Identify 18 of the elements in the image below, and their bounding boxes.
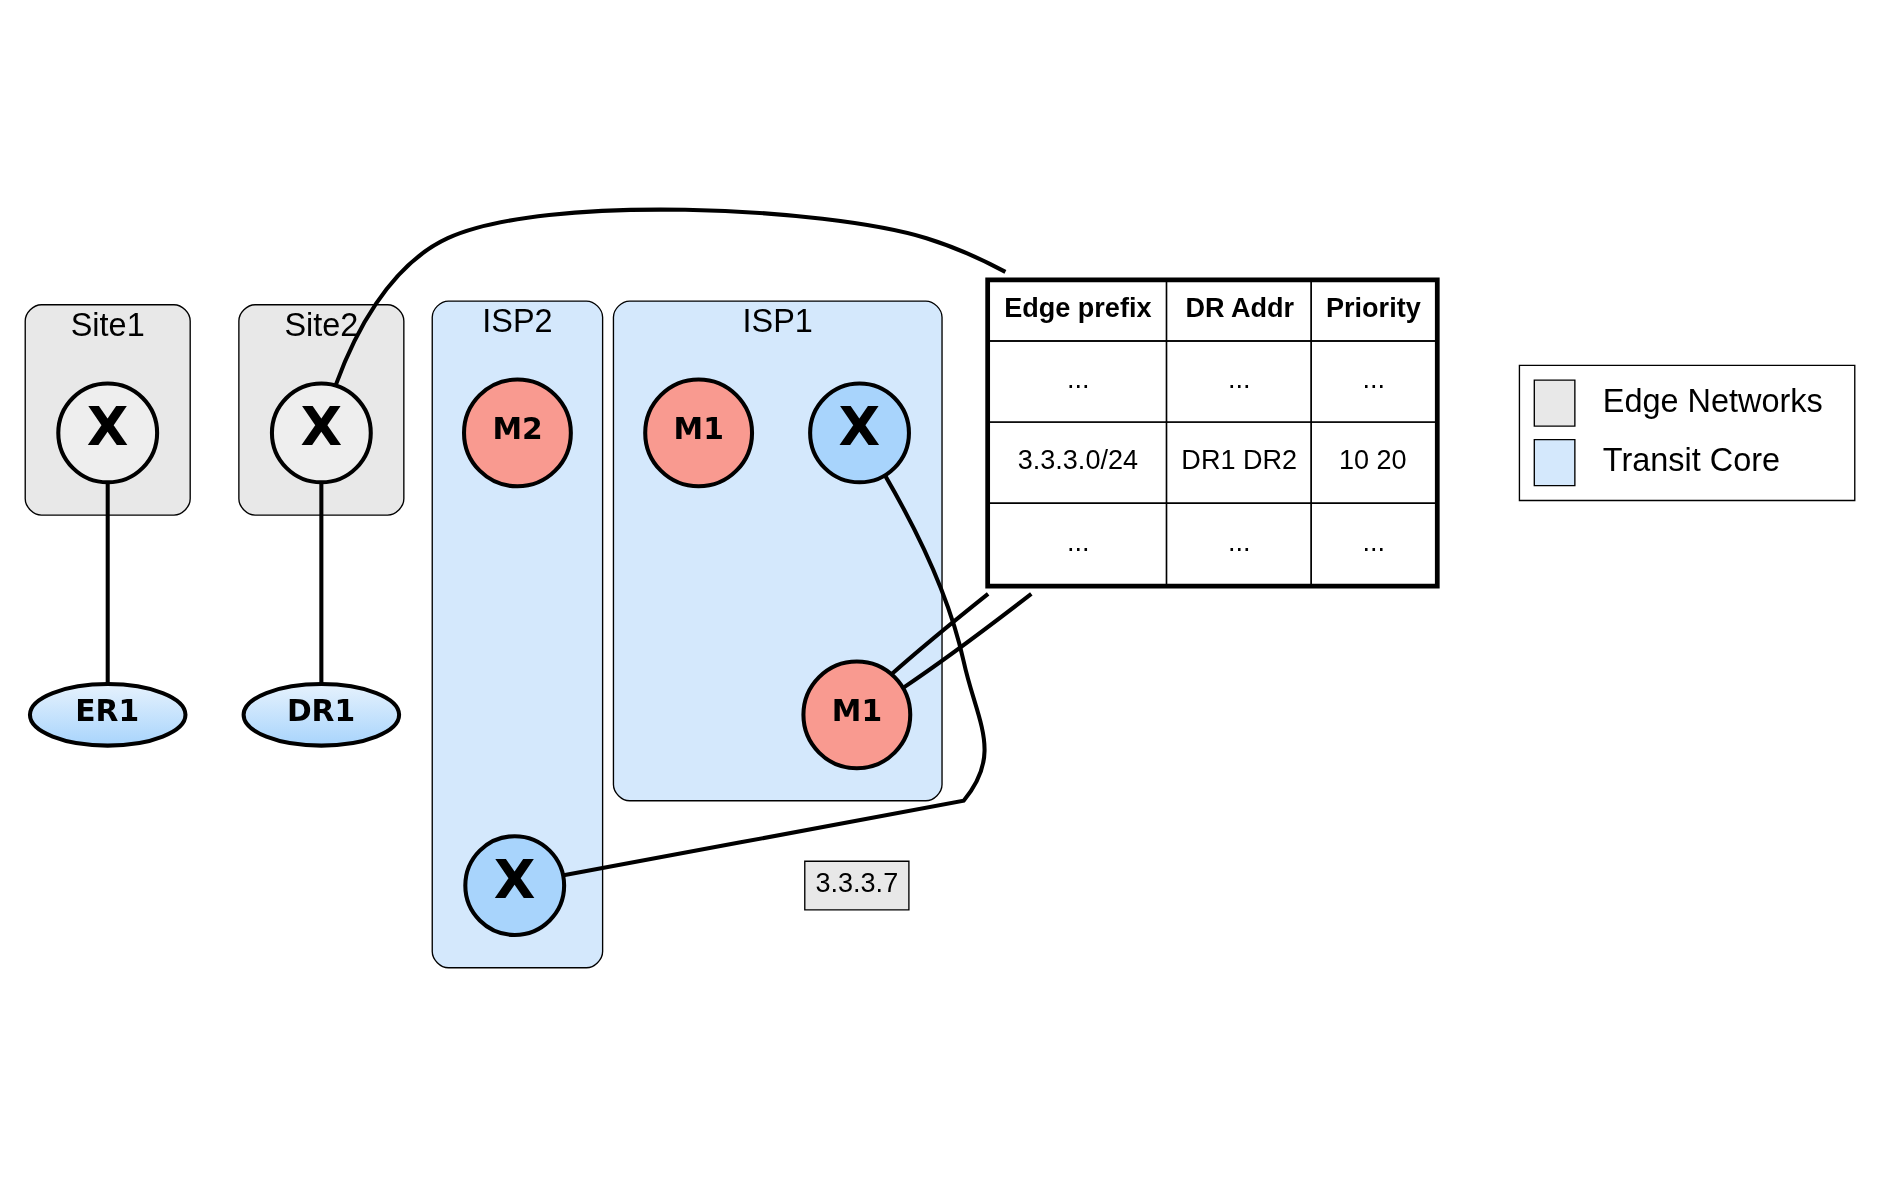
node-ellipse: DR1 [241, 682, 402, 748]
node-circle: M1 [801, 659, 913, 771]
connector [902, 592, 1033, 690]
connector [319, 482, 324, 685]
node-box: 3.3.3.7 [804, 860, 910, 911]
connector [890, 592, 990, 676]
node-circle: X [463, 834, 567, 938]
legend-label: Edge Networks [1602, 382, 1823, 419]
node-ellipse: ER1 [27, 682, 188, 748]
connector [333, 207, 1007, 386]
node-circle: M1 [643, 377, 755, 489]
connector [105, 482, 110, 685]
node-circle: M2 [462, 377, 573, 489]
node-circle: X [56, 381, 160, 485]
node-circle: X [808, 381, 911, 485]
legend-label: Transit Core [1602, 442, 1781, 479]
connector [563, 474, 987, 878]
node-circle: X [269, 381, 373, 485]
